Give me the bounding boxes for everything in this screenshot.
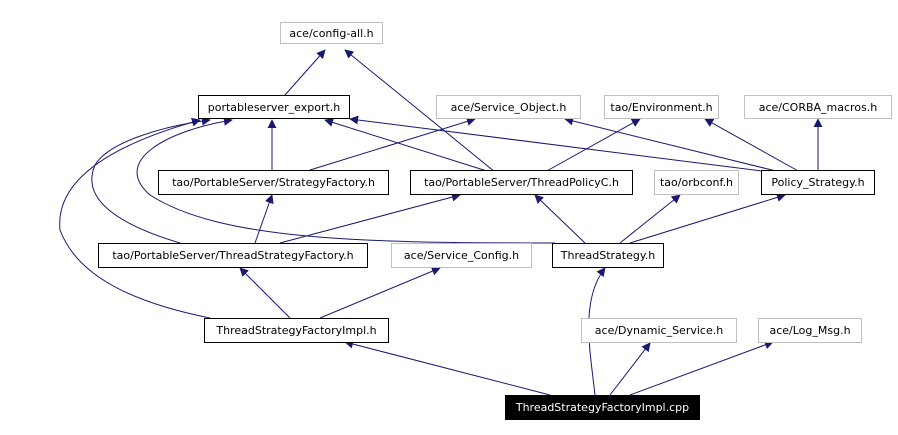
edge-tpc-to-config (344, 49, 496, 173)
edge-tsfi-to-sc (319, 266, 441, 319)
edge-ts-to-orbconf (619, 194, 681, 244)
edge-ps-to-so (564, 116, 781, 173)
edge-tpc-to-env (544, 118, 641, 173)
node-config-all[interactable]: ace/config-all.h (280, 22, 383, 44)
node-thread-policy-c[interactable]: tao/PortableServer/ThreadPolicyC.h (410, 170, 633, 195)
edge-tsf-to-tpc (279, 192, 461, 244)
node-orbconf[interactable]: tao/orbconf.h (654, 170, 739, 195)
edge-tpc-to-pse (324, 118, 491, 173)
node-policy-strategy[interactable]: Policy_Strategy.h (761, 170, 875, 195)
edge-tsfi-to-tsf (239, 267, 291, 319)
node-thread-strategy-factory-impl-cpp[interactable]: ThreadStrategyFactoryImpl.cpp (505, 395, 700, 420)
edge-pse-to-config (284, 49, 326, 96)
edge-cpp-to-tsfih (344, 339, 551, 396)
node-thread-strategy-factory-impl-h[interactable]: ThreadStrategyFactoryImpl.h (204, 318, 389, 343)
edge-tsfi-to-pse (59, 117, 211, 319)
node-tao-environment[interactable]: tao/Environment.h (604, 95, 719, 119)
edge-tsf-to-sf (254, 194, 274, 244)
node-corba-macros[interactable]: ace/CORBA_macros.h (744, 95, 892, 119)
edge-cpp-to-dyn (609, 342, 651, 396)
edge-ts-to-pse (136, 116, 556, 244)
edge-cpp-to-log (629, 340, 774, 396)
node-thread-strategy-factory[interactable]: tao/PortableServer/ThreadStrategyFactory… (98, 243, 368, 268)
node-thread-strategy[interactable]: ThreadStrategy.h (552, 243, 664, 268)
node-strategy-factory[interactable]: tao/PortableServer/StrategyFactory.h (158, 170, 389, 195)
edge-sf-to-so (309, 117, 476, 171)
node-log-msg[interactable]: ace/Log_Msg.h (758, 318, 862, 343)
node-portableserver-export[interactable]: portableserver_export.h (198, 95, 350, 119)
edge-ts-to-ps (629, 193, 786, 244)
edge-ps-to-env (704, 118, 801, 173)
node-service-object[interactable]: ace/Service_Object.h (436, 95, 581, 119)
node-service-config[interactable]: ace/Service_Config.h (391, 243, 532, 268)
edge-ps-to-pse (349, 115, 771, 173)
node-dynamic-service[interactable]: ace/Dynamic_Service.h (581, 318, 737, 343)
edge-ts-to-tpc (534, 194, 586, 244)
